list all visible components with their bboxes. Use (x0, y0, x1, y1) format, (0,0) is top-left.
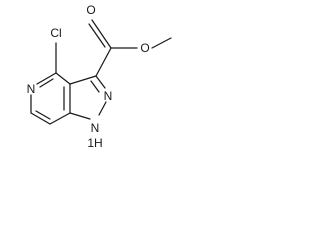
bond-c7-c7a (49, 112, 71, 125)
atom-cl: Cl (50, 26, 61, 40)
chemical-structure-diagram: Cl O O N N N 1H (27, 3, 172, 150)
atom-nh-pyrazole: N (91, 121, 100, 135)
atom-nh-hydrogen: 1H (87, 136, 102, 150)
bond-ccarbonyl-ocarbonyl (91, 19, 112, 49)
atom-labels: Cl O O N N N 1H (27, 3, 150, 150)
bond-ccarbonyl-ocarbonyl-inner (88, 23, 106, 48)
atom-n-pyrazole: N (104, 89, 113, 103)
atom-o-ester: O (140, 41, 149, 55)
atom-nh-h: H (94, 136, 103, 150)
atom-n-pyridine: N (27, 82, 36, 96)
bond-n2-n1 (98, 101, 107, 116)
bond-c6-c7-inner (35, 110, 51, 120)
bond-c6-c7 (30, 112, 51, 125)
bond-oester-methyl (151, 37, 172, 49)
atom-o-carbonyl: O (86, 3, 95, 17)
atom-nh-n: N (91, 121, 100, 135)
bond-c3a-c3 (69, 75, 97, 85)
bond-c4-n5-inner (39, 78, 54, 88)
bond-c3-n2-inner (90, 80, 100, 93)
bond-lines (30, 19, 172, 125)
bond-c3-n2 (95, 75, 106, 89)
atom-nh-prefix: 1 (87, 136, 94, 150)
bond-c3-ccarbonyl (95, 47, 112, 77)
bond-n1-c7a (69, 112, 91, 120)
bond-c4-n5 (36, 72, 57, 85)
bond-c3a-c4 (55, 72, 71, 85)
